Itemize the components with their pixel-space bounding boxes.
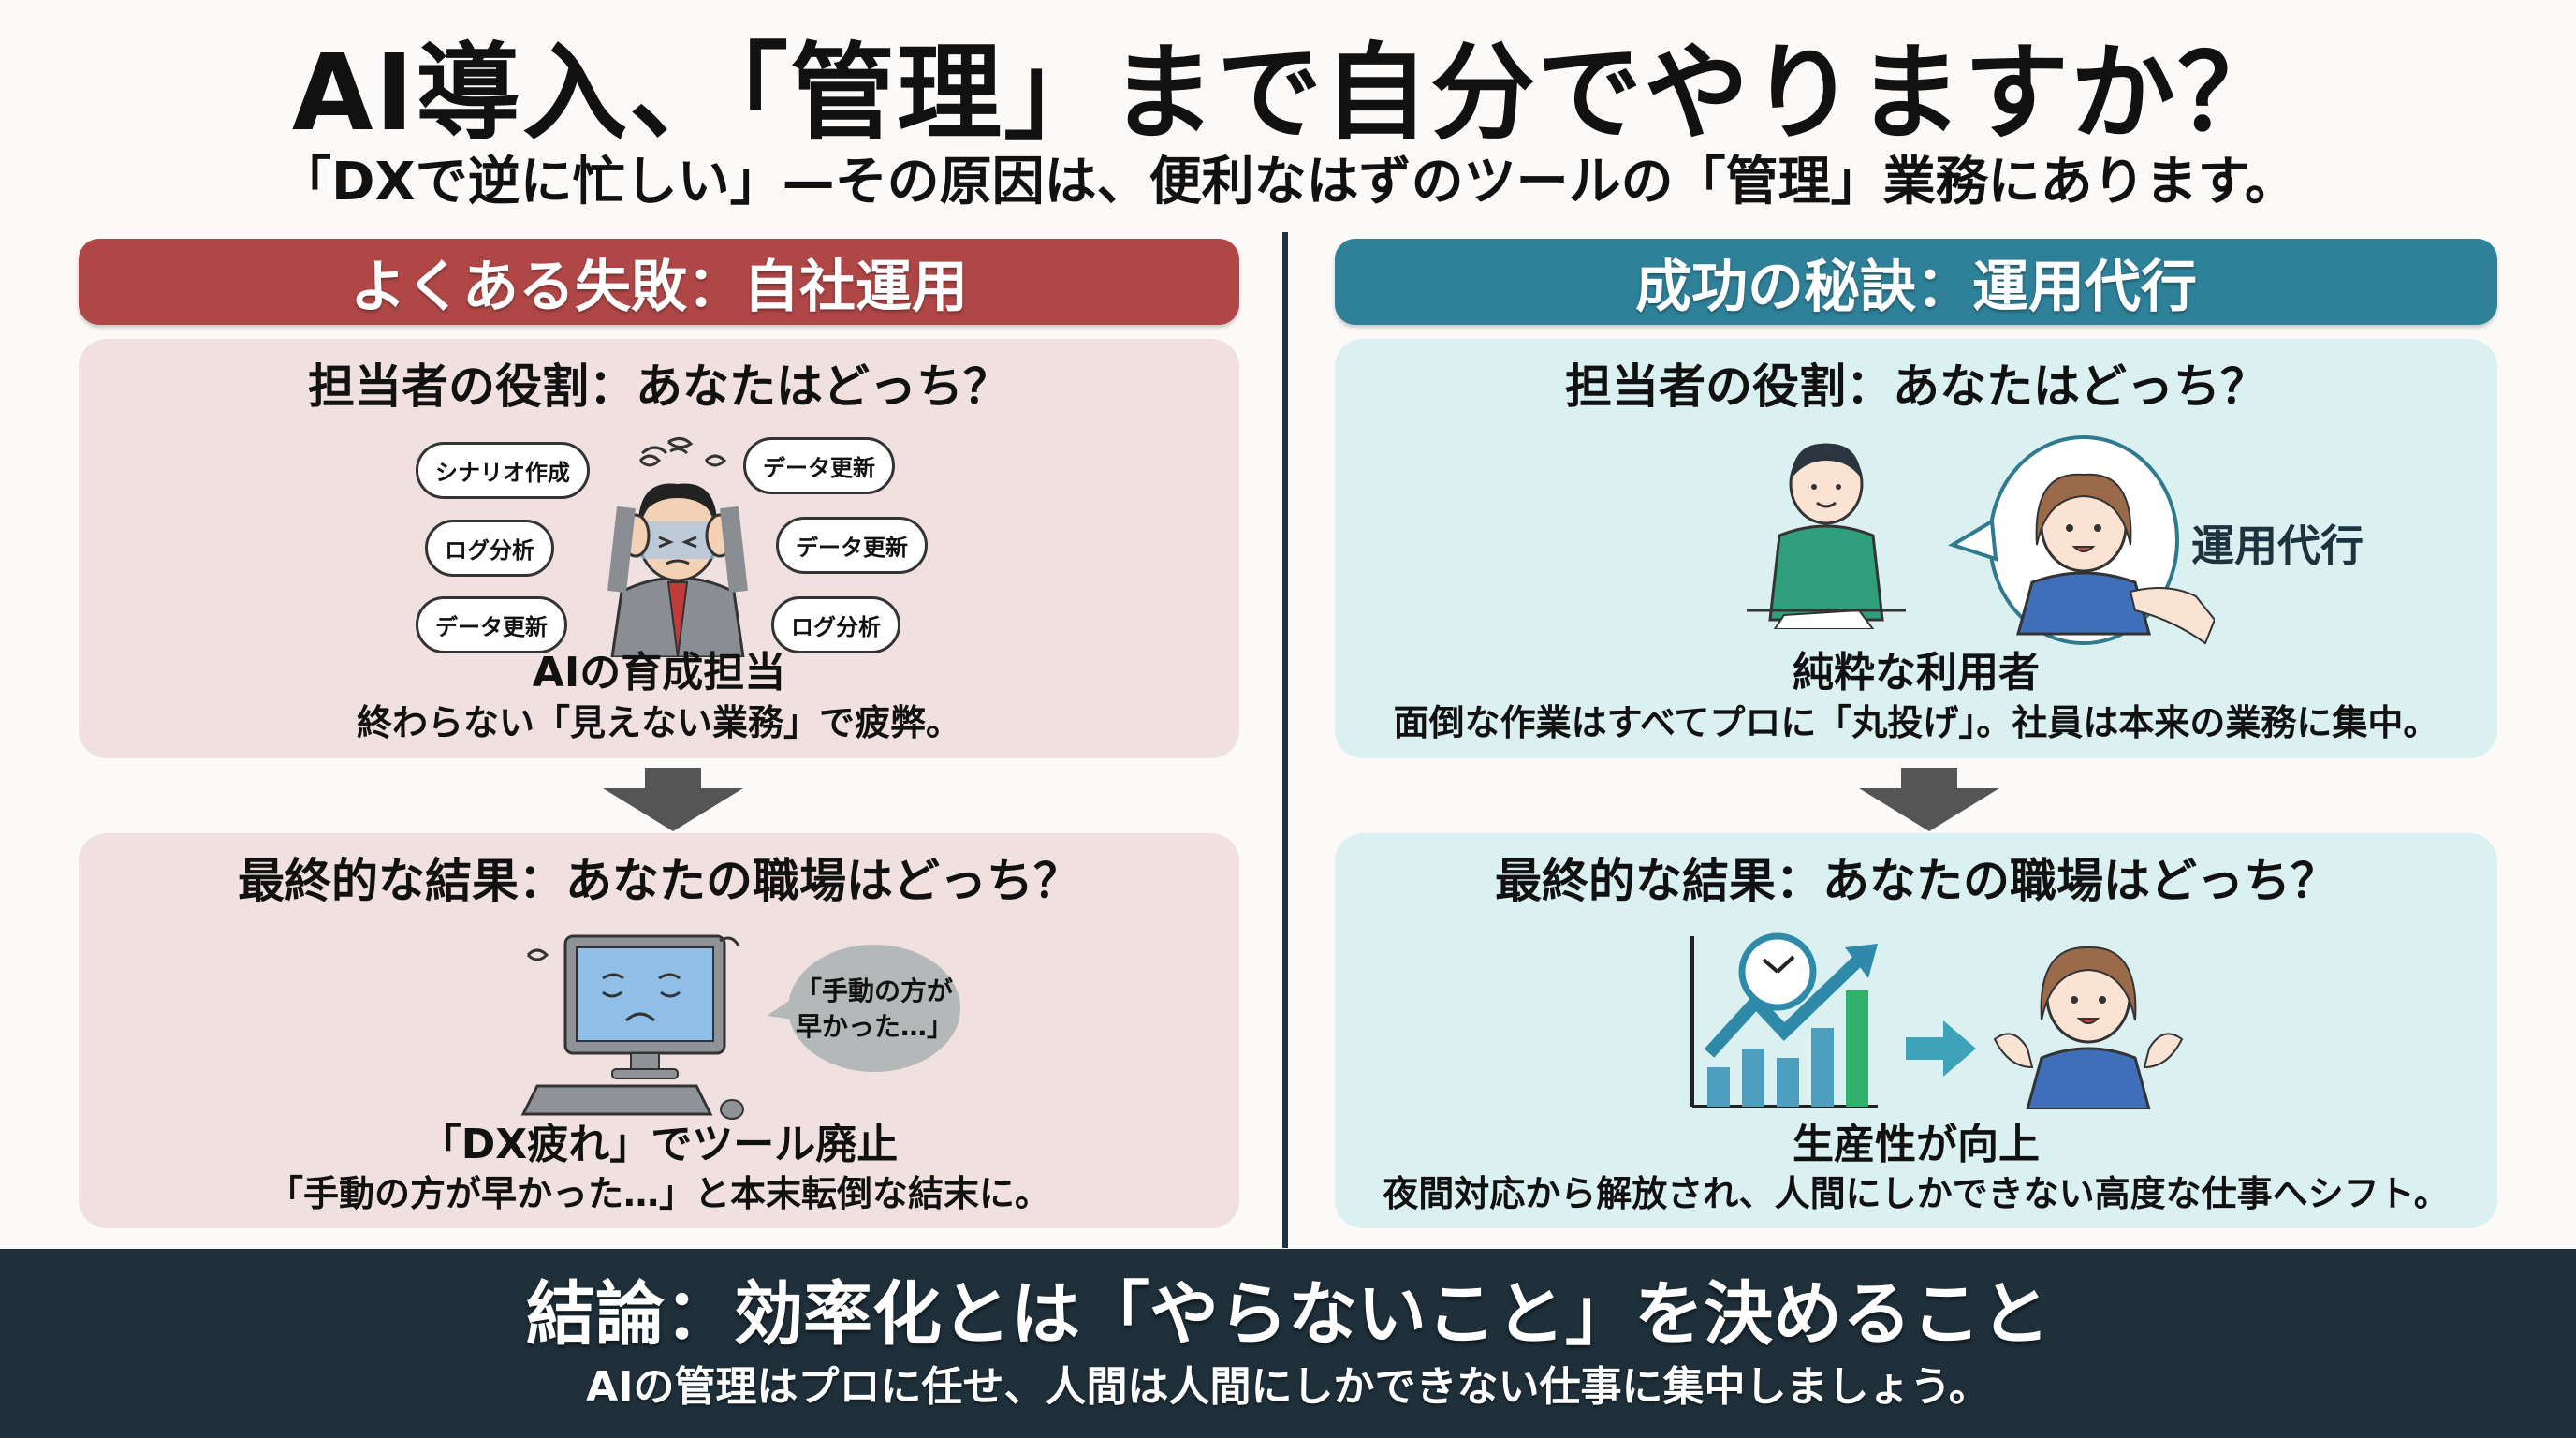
success-result-panel: 最終的な結果：あなたの職場はどっち？ [1335, 833, 2497, 1228]
page-subtitle: 「DXで逆に忙しい」—その原因は、便利なはずのツールの「管理」業務にあります。 [278, 152, 2298, 213]
failure-result-title: 最終的な結果：あなたの職場はどっち？ [238, 854, 1080, 908]
thought-cloud: データ更新 [743, 437, 895, 494]
ops-agency-label: 運用代行 [2191, 521, 2364, 571]
thought-cloud: データ更新 [776, 517, 928, 574]
support-staff-bubble-icon [1948, 435, 2215, 645]
thought-cloud: ログ分析 [425, 520, 554, 577]
conclusion-subtitle: AIの管理はプロに任せ、人間は人間にしかできない仕事に集中しましょう。 [586, 1363, 1990, 1411]
growth-chart-icon [1690, 932, 1878, 1108]
success-header: 成功の秘訣：運用代行 [1335, 239, 2497, 325]
failure-result-description: 「手動の方が早かった…」と本末転倒な結末に。 [267, 1173, 1050, 1214]
failure-result-panel: 最終的な結果：あなたの職場はどっち？ 「手動の方が 早かった…」 「DX疲れ」で… [79, 833, 1239, 1228]
failure-role-title: 担当者の役割：あなたはどっち？ [308, 360, 1010, 414]
success-result-description: 夜間対応から解放され、人間にしかできない高度な仕事へシフト。 [1383, 1173, 2450, 1214]
failure-role-caption: AIの育成担当 [532, 649, 786, 697]
success-column: 成功の秘訣：運用代行 担当者の役割：あなたはどっち？ 運用代行 純粋な利用者 面… [1335, 239, 2497, 1228]
failure-role-panel: 担当者の役割：あなたはどっち？ シナリオ作成 データ更新 ログ分析 データ更新 … [79, 339, 1239, 758]
column-divider [1282, 232, 1288, 1248]
stressed-office-worker-icon [607, 437, 748, 657]
relaxed-user-icon [1747, 443, 1906, 629]
success-role-description: 面倒な作業はすべてプロに「丸投げ」。社員は本来の業務に集中。 [1393, 702, 2439, 743]
thought-cloud: ログ分析 [771, 596, 900, 653]
speech-bubble-icon [767, 945, 960, 1072]
success-result-title: 最終的な結果：あなたの職場はどっち？ [1495, 854, 2337, 908]
failure-result-caption: 「DX疲れ」でツール廃止 [419, 1121, 899, 1168]
arrow-down-icon [1859, 768, 1999, 831]
failure-header: よくある失敗：自社運用 [79, 239, 1239, 325]
failure-role-description: 終わらない「見えない業務」で疲弊。 [356, 702, 961, 743]
conclusion-title: 結論：効率化とは「やらないこと」を決めること [526, 1274, 2050, 1355]
thought-cloud: シナリオ作成 [416, 442, 590, 499]
success-role-title: 担当者の役割：あなたはどっち？ [1565, 360, 2267, 414]
thought-cloud: データ更新 [416, 596, 567, 653]
failure-column: よくある失敗：自社運用 担当者の役割：あなたはどっち？ シナリオ作成 データ更新… [79, 239, 1239, 1228]
arrow-right-icon [1906, 1020, 1976, 1077]
success-role-panel: 担当者の役割：あなたはどっち？ 運用代行 純粋な利用者 面倒な作業はすべてプロに… [1335, 339, 2497, 758]
happy-staff-icon [1993, 946, 2184, 1109]
success-role-caption: 純粋な利用者 [1793, 649, 2040, 697]
sad-computer-icon [520, 934, 744, 1120]
page-title: AI導入、「管理」まで自分でやりますか？ [291, 33, 2285, 154]
conclusion-footer: 結論：効率化とは「やらないこと」を決めること AIの管理はプロに任せ、人間は人間… [0, 1249, 2576, 1438]
speech-bubble-text: 「手動の方が 早かった…」 [795, 976, 953, 1042]
arrow-down-icon [603, 768, 743, 831]
success-result-caption: 生産性が向上 [1793, 1121, 2040, 1168]
